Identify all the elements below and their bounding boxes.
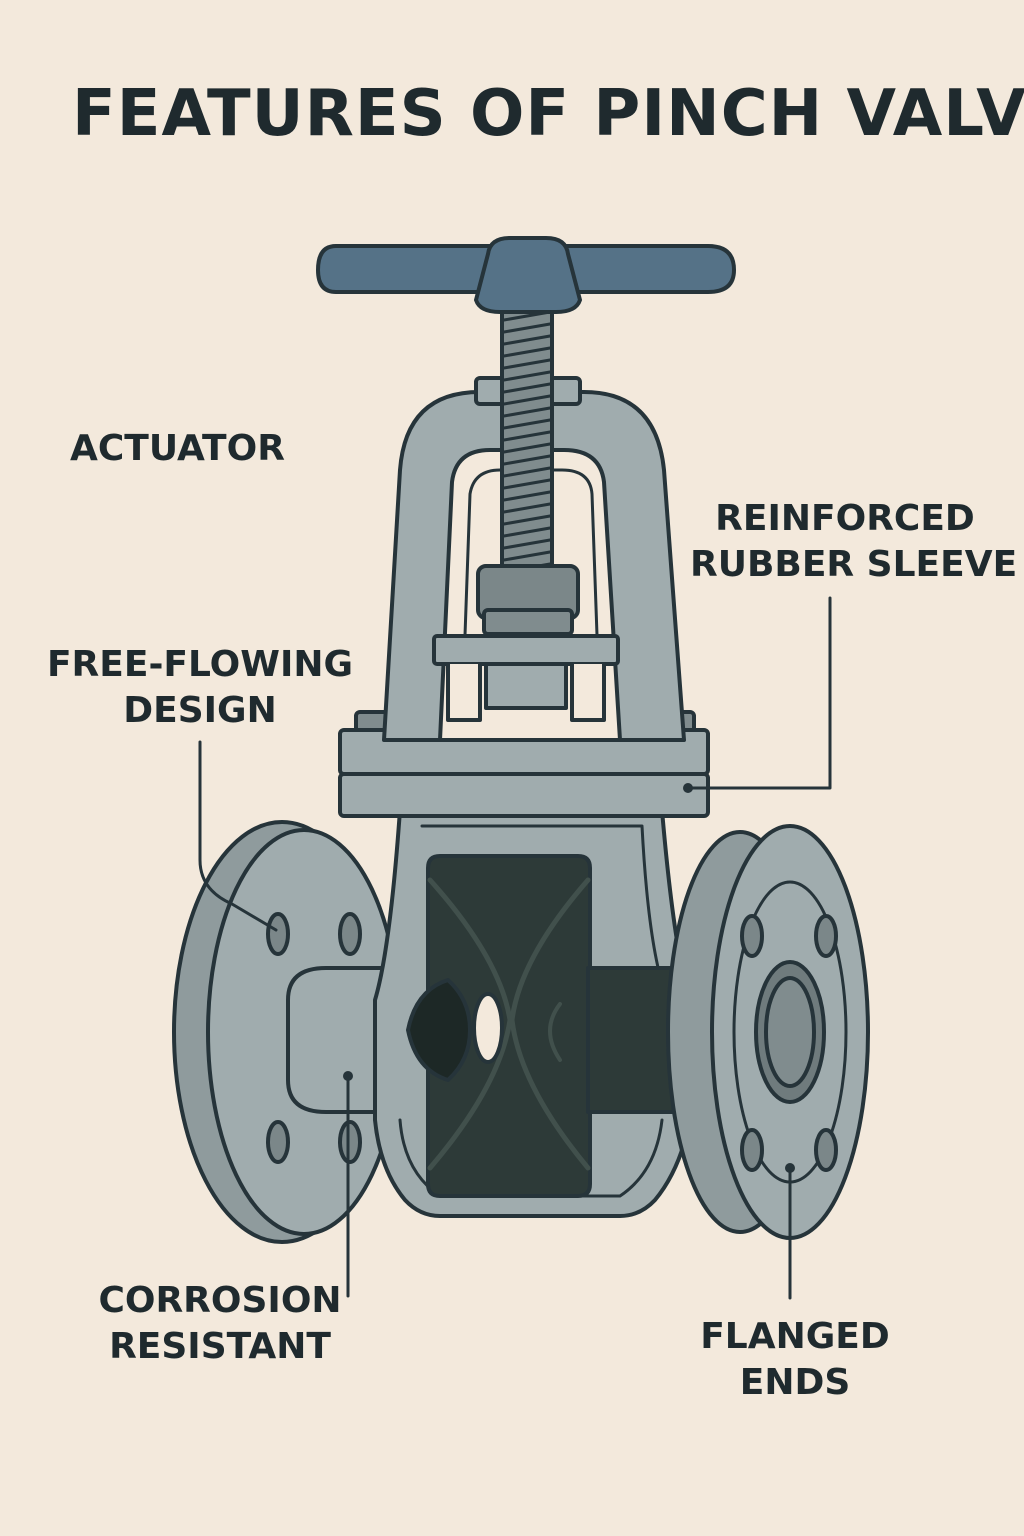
label-actuator: ACTUATOR [70,426,285,472]
label-sleeve-line-1: REINFORCED [715,498,975,539]
label-flanged-line-2: ENDS [739,1362,851,1404]
flow-opening [472,992,504,1064]
label-flanged-ends: FLANGED ENDS [690,1314,900,1406]
label-sleeve-line-2: RUBBER SLEEVE [690,544,1018,586]
right-flange [666,824,870,1240]
label-flanged-line-1: FLANGED [700,1316,890,1357]
label-free-line-1: FREE-FLOWING [46,644,354,685]
leader-line-free-flowing [198,740,278,932]
label-free-line-2: DESIGN [123,690,277,732]
label-corrosion-resistant: CORROSION RESISTANT [90,1278,350,1370]
page-title: FEATURES OF PINCH VALVE [72,77,1024,151]
threaded-stem [500,288,554,592]
leader-line-sleeve [686,596,832,790]
handwheel [316,236,736,314]
label-corrosion-line-1: CORROSION [98,1280,342,1321]
label-free-flowing-design: FREE-FLOWING DESIGN [40,642,360,734]
label-corrosion-line-2: RESISTANT [109,1326,331,1368]
label-reinforced-rubber-sleeve: REINFORCED RUBBER SLEEVE [690,496,1018,588]
label-actuator-text: ACTUATOR [70,428,285,469]
compressor-plate [432,634,620,722]
